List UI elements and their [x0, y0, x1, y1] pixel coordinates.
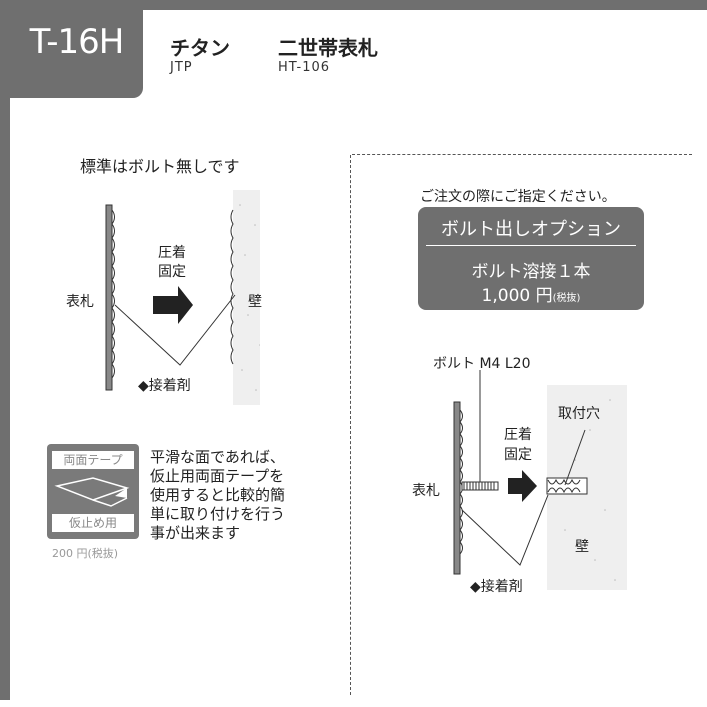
nameplate-adhesive-bumps [111, 209, 115, 379]
nameplate-adhesive-bumps [459, 409, 463, 555]
product-code-badge [10, 10, 143, 98]
adhesive-pointer-lines [114, 294, 236, 366]
press-arrow-icon [508, 470, 537, 502]
material-name: チタン [170, 36, 230, 60]
standard-heading: 標準はボルト無しです [80, 157, 240, 176]
wall-label: 壁 [248, 294, 262, 310]
tape-icon [54, 477, 130, 507]
option-price-note: (税抜) [552, 293, 581, 304]
tape-note-line: 単に取り付けを行う [150, 505, 286, 523]
bolt-thread [463, 482, 495, 490]
order-note: ご注文の際にご指定ください。 [420, 189, 616, 205]
tape-price: 200 円(税抜) [52, 547, 119, 560]
nameplate-label: 表札 [66, 294, 94, 310]
hole-pointer-line [564, 429, 586, 486]
option-title: ボルト出しオプション [441, 219, 621, 240]
wall-texture [239, 204, 260, 391]
hole-adhesive [547, 478, 581, 494]
adhesive-label: ◆接着剤 [138, 378, 191, 394]
option-price: 1,000 円 [481, 286, 553, 306]
tape-note-line: 平滑な面であれば、 [150, 448, 285, 466]
option-divider [426, 245, 636, 246]
nameplate-shape [453, 401, 461, 575]
tape-note-line: 仮止用両面テープを [150, 467, 285, 485]
bolt-mount-diagram [453, 370, 627, 590]
adhesive-pointer-lines [461, 494, 549, 566]
press-label-line2: 固定 [158, 264, 186, 280]
bolt-option-box: ボルト出しオプション ボルト溶接１本 1,000 円(税抜) [418, 207, 644, 310]
wall-adhesive-bumps [230, 209, 234, 365]
press-label-line1: 圧着 [158, 245, 186, 261]
hole-label: 取付穴 [558, 406, 600, 422]
product-code: T-16H [29, 22, 125, 62]
product-model: HT-106 [278, 60, 331, 75]
bolt-shape [461, 481, 499, 491]
tape-note-line: 事が出来ます [150, 524, 241, 542]
double-sided-tape-image: 両面テープ 仮止め用 [47, 444, 139, 539]
option-line1: ボルト溶接１本 [471, 262, 591, 282]
press-arrow-icon [153, 286, 193, 324]
wall-texture [559, 399, 616, 581]
tape-note-line: 使用すると比較的簡 [150, 486, 286, 504]
press-label-line2: 固定 [504, 447, 532, 463]
wall-label: 壁 [575, 539, 589, 555]
nameplate-label: 表札 [412, 483, 440, 499]
standard-mount-diagram [105, 190, 260, 405]
tape-note: 平滑な面であれば、 仮止用両面テープを 使用すると比較的簡 単に取り付けを行う … [150, 448, 285, 543]
tape-top-label: 両面テープ [52, 451, 134, 469]
nameplate-shape [105, 204, 113, 391]
section-divider-horizontal [352, 154, 692, 155]
product-name: 二世帯表札 [278, 36, 378, 60]
adhesive-label: ◆接着剤 [470, 579, 523, 595]
tape-bottom-label: 仮止め用 [52, 514, 134, 532]
option-price-line: 1,000 円(税抜) [418, 281, 644, 306]
bolt-label: ボルト M4 L20 [433, 356, 531, 372]
frame-left-border [0, 0, 10, 700]
section-divider-vertical [350, 155, 351, 695]
wall-shape [233, 190, 260, 405]
frame-top-border [0, 0, 707, 10]
material-code: JTP [170, 60, 193, 75]
press-label-line1: 圧着 [504, 427, 532, 443]
